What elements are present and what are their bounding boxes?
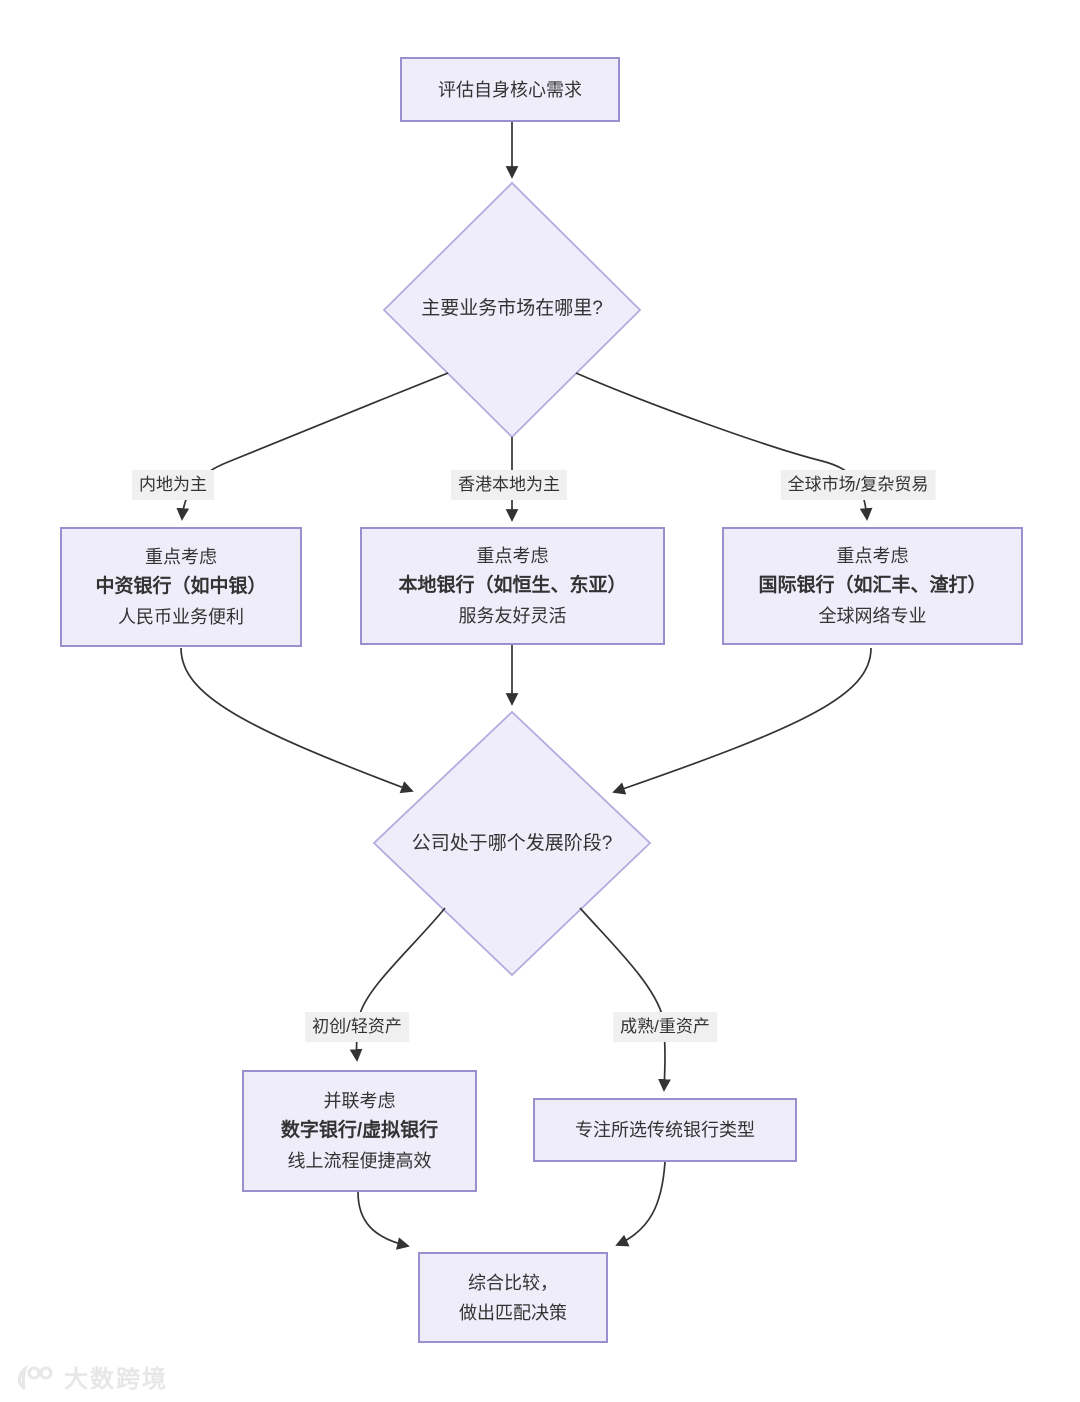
edge-chinese-to-stage [180, 647, 414, 794]
option-international-bank-line2: 国际银行（如汇丰、渣打） [758, 575, 987, 596]
stage-label-mature: 成熟/重资产 [613, 1012, 717, 1042]
edge-international-to-stage [612, 647, 872, 795]
option-international-bank-line3: 全球网络专业 [818, 606, 927, 626]
option-digital-bank-node: 并联考虑 数字银行/虚拟银行 线上流程便捷高效 [242, 1070, 477, 1192]
option-digital-bank-line2: 数字银行/虚拟银行 [280, 1120, 439, 1141]
option-digital-bank-line3: 线上流程便捷高效 [287, 1151, 432, 1171]
option-international-bank-node: 重点考虑 国际银行（如汇丰、渣打） 全球网络专业 [722, 527, 1023, 645]
edge-traditional-to-final [615, 1161, 666, 1247]
option-traditional-label: 专注所选传统银行类型 [575, 1120, 755, 1140]
start-node-label: 评估自身核心需求 [438, 79, 582, 100]
start-node: 评估自身核心需求 [400, 57, 620, 122]
stage-label-startup: 初创/轻资产 [305, 1012, 409, 1042]
option-digital-bank-line1: 并联考虑 [323, 1091, 396, 1111]
branch-label-mainland: 内地为主 [132, 470, 214, 500]
option-international-bank-line1: 重点考虑 [836, 546, 909, 566]
option-local-bank-line3: 服务友好灵活 [458, 606, 567, 626]
option-chinese-bank-line3: 人民币业务便利 [118, 607, 244, 627]
watermark-logo-icon [18, 1364, 53, 1389]
watermark: 大数跨境 [14, 1359, 168, 1394]
option-chinese-bank-line1: 重点考虑 [145, 547, 217, 567]
final-decision-line2: 做出匹配决策 [459, 1302, 567, 1323]
watermark-label: 大数跨境 [64, 1366, 168, 1393]
decision-stage-label: 公司处于哪个发展阶段? [411, 833, 613, 854]
edge-market-to-chinese [176, 372, 449, 521]
edge-stage-to-digital [349, 907, 446, 1062]
final-decision-node: 综合比较， 做出匹配决策 [418, 1252, 608, 1343]
edge-stage-to-traditional [579, 907, 671, 1092]
edge-digital-to-final [357, 1191, 410, 1250]
final-decision-line1: 综合比较， [468, 1272, 558, 1293]
decision-stage-diamond [372, 710, 652, 977]
option-chinese-bank-node: 重点考虑 中资银行（如中银） 人民币业务便利 [60, 527, 302, 647]
decision-market-label: 主要业务市场在哪里? [421, 298, 603, 319]
option-local-bank-node: 重点考虑 本地银行（如恒生、东亚） 服务友好灵活 [360, 527, 665, 645]
branch-label-hk-local: 香港本地为主 [451, 470, 567, 500]
branch-label-global: 全球市场/复杂贸易 [780, 470, 936, 500]
option-local-bank-line2: 本地银行（如恒生、东亚） [398, 575, 627, 596]
option-local-bank-line1: 重点考虑 [476, 546, 549, 566]
option-chinese-bank-line2: 中资银行（如中银） [95, 576, 267, 597]
option-traditional-node: 专注所选传统银行类型 [533, 1098, 797, 1162]
